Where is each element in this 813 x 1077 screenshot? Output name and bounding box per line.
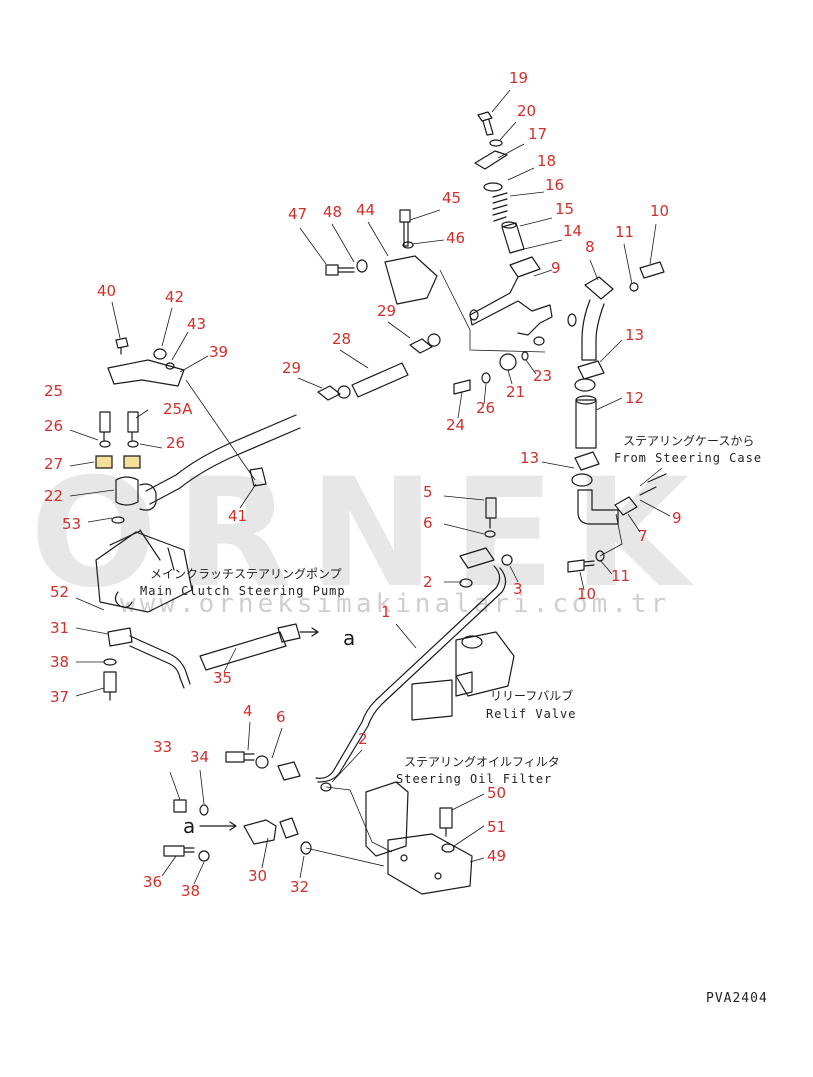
callout: 24 xyxy=(446,416,465,434)
bracket-39 xyxy=(107,337,267,487)
pipe-28-clamps xyxy=(145,333,441,505)
callout: 40 xyxy=(97,282,116,300)
callout: 11 xyxy=(615,223,634,241)
callout: 1 xyxy=(381,603,391,621)
callout: 53 xyxy=(62,515,81,533)
callout: 38 xyxy=(181,882,200,900)
pump-label-en: Main Clutch Steering Pump xyxy=(140,584,346,598)
connection-letter-bottom: a xyxy=(183,814,195,838)
watermark: ORNEK www.orneksimakinalari.com.tr xyxy=(30,447,689,621)
callout: 52 xyxy=(50,583,69,601)
filter-label-en: Steering Oil Filter xyxy=(396,772,552,786)
drawing-code: PVA2404 xyxy=(706,991,768,1006)
callout: 13 xyxy=(520,449,539,467)
filter-label-jp: ステアリングオイルフィルタ xyxy=(404,755,560,769)
callout: 37 xyxy=(50,688,69,706)
callout: 46 xyxy=(446,229,465,247)
callout: 12 xyxy=(625,389,644,407)
callout: 43 xyxy=(187,315,206,333)
callout: 31 xyxy=(50,619,69,637)
callout: 33 xyxy=(153,738,172,756)
callout: 16 xyxy=(545,176,564,194)
callout: 2 xyxy=(423,573,433,591)
callout: 39 xyxy=(209,343,228,361)
relief-stack-parts xyxy=(474,111,525,254)
callout: 35 xyxy=(213,669,232,687)
small-fittings-21-26 xyxy=(453,351,529,395)
left-clamp-parts xyxy=(95,411,157,511)
callout: 27 xyxy=(44,455,63,473)
steering-case-label-jp: ステアリングケースから xyxy=(623,434,754,448)
callout: 47 xyxy=(288,205,307,223)
callout: 42 xyxy=(165,288,184,306)
callout: 41 xyxy=(228,507,247,525)
callout: 29 xyxy=(282,359,301,377)
callout: 8 xyxy=(585,238,595,256)
callout: 20 xyxy=(517,102,536,120)
callout: 36 xyxy=(143,873,162,891)
callout: 38 xyxy=(50,653,69,671)
callout: 22 xyxy=(44,487,63,505)
bracket-44 xyxy=(325,209,438,305)
callout: 6 xyxy=(276,708,286,726)
callout: 3 xyxy=(513,580,523,598)
pump-label-jp: メインクラッチステアリングポンプ xyxy=(150,567,342,581)
callout: 45 xyxy=(442,189,461,207)
steering-case-arrow xyxy=(639,467,663,487)
callout: 2 xyxy=(358,730,368,748)
relief-valve xyxy=(411,631,515,721)
callout: 26 xyxy=(44,417,63,435)
callout: 32 xyxy=(290,878,309,896)
callout: 17 xyxy=(528,125,547,143)
callout: 30 xyxy=(248,867,267,885)
callout: 23 xyxy=(533,367,552,385)
relief-label-en: Relif Valve xyxy=(486,707,576,721)
callout: 6 xyxy=(423,514,433,532)
steering-case-label-en: From Steering Case xyxy=(614,451,762,465)
connection-letter-top: a xyxy=(343,626,355,650)
callout: 19 xyxy=(509,69,528,87)
callout: 25 xyxy=(44,382,63,400)
relief-label-jp: リリーフバルブ xyxy=(490,688,573,703)
callout: 9 xyxy=(551,259,561,277)
callout: 21 xyxy=(506,383,525,401)
callout: 10 xyxy=(577,585,596,603)
callout: 15 xyxy=(555,200,574,218)
pump-outlet-pipe xyxy=(103,623,319,701)
lower-fittings xyxy=(163,751,393,867)
callout: 48 xyxy=(323,203,342,221)
callout: 18 xyxy=(537,152,556,170)
callout: 4 xyxy=(243,702,253,720)
callout: 25A xyxy=(163,400,193,418)
callout: 11 xyxy=(611,567,630,585)
callout: 14 xyxy=(563,222,582,240)
callout-leaders xyxy=(69,89,671,885)
callouts: 19 20 17 18 16 15 14 9 8 11 10 45 46 44 … xyxy=(44,69,682,900)
callout: 44 xyxy=(356,201,375,219)
callout: 7 xyxy=(638,527,648,545)
valve-body-9 xyxy=(439,256,553,353)
callout: 13 xyxy=(625,326,644,344)
callout: 28 xyxy=(332,330,351,348)
callout: 10 xyxy=(650,202,669,220)
steering-oil-filter xyxy=(365,781,473,895)
callout: 49 xyxy=(487,847,506,865)
callout: 50 xyxy=(487,784,506,802)
parts-linework xyxy=(95,111,667,895)
callout: 34 xyxy=(190,748,209,766)
steering-pump xyxy=(95,516,193,613)
callout: 26 xyxy=(476,399,495,417)
callout: 29 xyxy=(377,302,396,320)
callout: 9 xyxy=(672,509,682,527)
callout: 26 xyxy=(166,434,185,452)
pipe-1 xyxy=(315,497,513,783)
watermark-url: www.orneksimakinalari.com.tr xyxy=(120,589,670,619)
callout: 5 xyxy=(423,483,433,501)
right-hose-assembly xyxy=(567,261,667,573)
annotations: ステアリングケースから From Steering Case メインクラッチステ… xyxy=(140,434,768,1006)
callout: 51 xyxy=(487,818,506,836)
